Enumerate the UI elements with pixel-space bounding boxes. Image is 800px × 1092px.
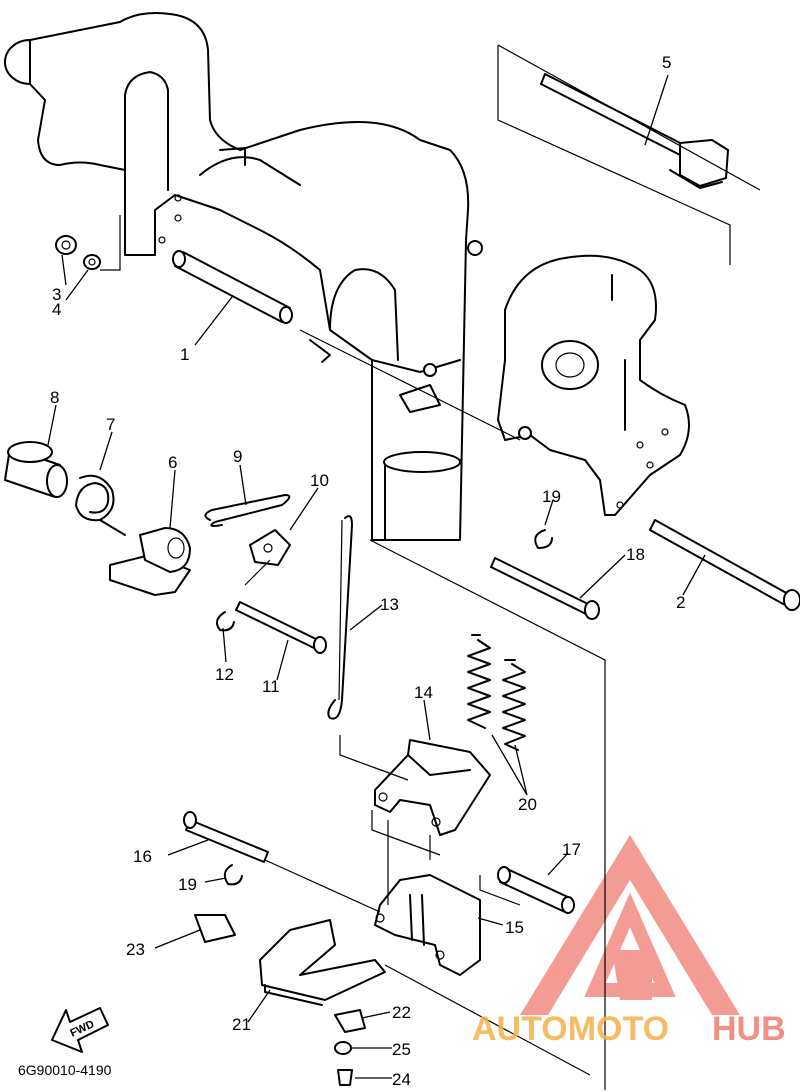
part-14-yoke xyxy=(374,739,491,836)
watermark-part1: AUTOMOTO xyxy=(472,1010,669,1048)
label-part-17: 17 xyxy=(562,840,581,859)
label-part-12: 12 xyxy=(215,665,234,684)
part-6-lever xyxy=(109,527,191,596)
label-part-18: 18 xyxy=(626,545,645,564)
part-24-bolt xyxy=(337,1069,353,1086)
watermark-text: AUTOMOTO HUB xyxy=(472,1010,786,1048)
diagram-code: 6G90010-4190 xyxy=(18,1062,112,1078)
leader-lines xyxy=(47,74,706,1079)
label-part-25: 25 xyxy=(392,1040,411,1059)
label-part-10: 10 xyxy=(310,471,329,490)
part-19-circlip-right xyxy=(534,529,553,549)
label-part-15: 15 xyxy=(505,918,524,937)
label-part-8: 8 xyxy=(50,388,59,407)
part-25-washer xyxy=(334,1041,352,1055)
label-part-19-right: 19 xyxy=(542,487,561,506)
label-part-11: 11 xyxy=(262,677,280,696)
label-part-24: 24 xyxy=(392,1070,411,1089)
part-12-circlip xyxy=(215,611,235,632)
label-part-4: 4 xyxy=(52,300,61,319)
label-part-7: 7 xyxy=(106,415,115,434)
label-part-1: 1 xyxy=(180,345,189,364)
clamp-bracket-right xyxy=(497,254,690,516)
part-1-tube xyxy=(172,250,293,324)
part-21-plate xyxy=(259,919,386,1006)
part-23-cap xyxy=(194,914,236,943)
part-9-clip xyxy=(204,494,291,527)
watermark-logo xyxy=(520,835,740,1015)
part-10-bracket xyxy=(249,529,291,566)
label-part-19-left: 19 xyxy=(178,875,197,894)
label-part-3: 3 xyxy=(52,285,61,304)
part-2-bolt xyxy=(649,519,800,611)
label-part-23: 23 xyxy=(126,940,145,959)
label-part-2: 2 xyxy=(676,593,685,612)
part-11-pin xyxy=(235,601,327,654)
forward-arrow-icon: FWD xyxy=(51,1007,109,1053)
part-18-pin xyxy=(490,557,600,620)
label-part-21: 21 xyxy=(232,1015,251,1034)
clamp-bracket-left xyxy=(4,12,483,541)
part-20-springs xyxy=(467,634,526,751)
label-part-16: 16 xyxy=(133,847,152,866)
label-part-13: 13 xyxy=(380,595,399,614)
label-part-5: 5 xyxy=(662,53,671,72)
label-part-20: 20 xyxy=(518,795,537,814)
label-part-6: 6 xyxy=(168,453,177,472)
part-22-clip xyxy=(334,1009,366,1033)
part-8-bushing xyxy=(4,441,68,498)
label-part-9: 9 xyxy=(233,447,242,466)
part-19-circlip-left xyxy=(223,864,243,886)
part-labels: 1 2 3 4 5 6 7 8 9 10 11 12 13 14 15 16 1… xyxy=(50,53,685,1089)
assembly-lines xyxy=(100,44,761,1090)
watermark-part2: HUB xyxy=(712,1010,786,1048)
part-13-rod xyxy=(327,515,353,720)
part-16-bolt xyxy=(183,811,269,863)
label-part-22: 22 xyxy=(392,1003,411,1022)
part-5-rod xyxy=(540,73,729,189)
part-17-tube xyxy=(497,866,575,914)
part-7-spring xyxy=(75,474,126,536)
part-3-nut xyxy=(55,235,77,255)
label-part-14: 14 xyxy=(414,683,433,702)
part-15-bracket xyxy=(374,874,481,976)
part-4-washer xyxy=(83,254,101,270)
